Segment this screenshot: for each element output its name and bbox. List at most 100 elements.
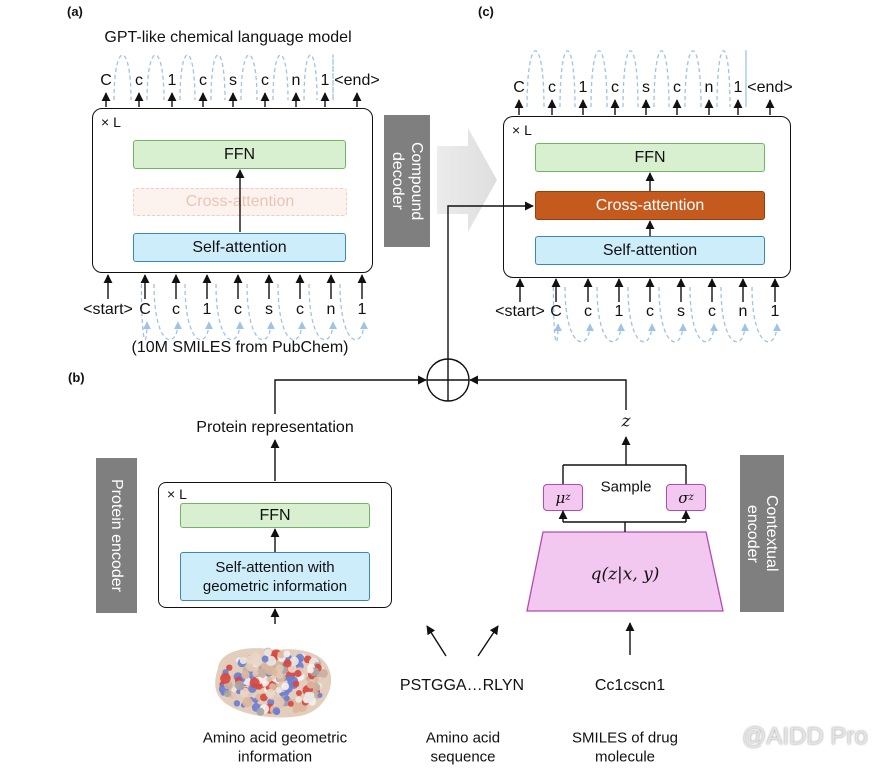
smiles-caption-line-1: SMILES of drug [572, 729, 678, 747]
panel-a-caption: (10M SMILES from PubChem) [131, 339, 349, 356]
mu-subscript: z [565, 492, 571, 503]
sequence-caption-line-2: sequence [430, 748, 496, 766]
token-a-in-2: c [172, 301, 180, 318]
token-c-in-6: c [708, 303, 716, 320]
protein-atom [275, 687, 283, 694]
protein-atom [265, 688, 275, 699]
protein-atom [234, 680, 244, 690]
token-a-in-5: s [265, 301, 273, 318]
protein-atom [266, 676, 272, 682]
protein-atom [307, 667, 314, 674]
autoregressive-link-c-out-6 [716, 50, 731, 108]
protein-atom [283, 659, 292, 668]
token-c-in-0: <start> [495, 303, 545, 320]
protein-atom [241, 670, 250, 680]
protein-encoder-text: Protein encoder [108, 479, 125, 592]
protein-atom [242, 697, 253, 708]
token-a-out-7: 1 [320, 72, 330, 89]
panel-c-label: (c) [478, 4, 494, 19]
token-c-out-4: s [642, 79, 650, 96]
compound-decoder-label-box: Compound decoder [384, 115, 430, 247]
protein-atom [224, 690, 231, 698]
token-a-in-3: 1 [202, 301, 212, 318]
autoregressive-link-c-in-4 [658, 286, 687, 343]
autoregressive-link-a-in-1 [153, 283, 182, 341]
protein-atom [233, 700, 241, 707]
sequence-to-protein-arrow [426, 625, 447, 657]
protein-atom [274, 697, 285, 708]
protein-atom [317, 692, 323, 698]
token-c-out-0: C [513, 79, 525, 96]
latent-variable-z: z [621, 411, 631, 432]
autoregressive-link-a-in-4 [246, 283, 275, 341]
watermark-handle: @AIDD Pro [742, 723, 868, 750]
protein-atom [306, 681, 315, 689]
sequence-caption-line-1: Amino acid [425, 729, 501, 747]
autoregressive-link-c-in-5 [689, 286, 718, 343]
autoregressive-link-a-in-7 [339, 283, 368, 341]
autoregressive-link-a-out-5 [272, 54, 289, 101]
protein-atom [287, 700, 294, 707]
protein-atom [220, 673, 231, 684]
autoregressive-link-a-out-4 [240, 54, 258, 101]
token-c-out-3: c [611, 79, 619, 96]
protein-atom [277, 651, 285, 659]
token-a-out-2: 1 [167, 72, 177, 89]
autoregressive-link-a-out-0 [113, 54, 132, 101]
autoregressive-link-a-in-0 [140, 283, 151, 341]
protein-atom [256, 668, 267, 679]
protein-encoder-ffn-label: FFN [259, 506, 291, 524]
token-a-out-3: c [199, 72, 207, 89]
protein-atom [319, 669, 328, 678]
protein-atom [272, 707, 281, 715]
geometric-self-attention-block: Self-attention with geometric informatio… [180, 552, 370, 601]
sample-label: Sample [600, 478, 652, 496]
panel-c-cross-attention-block: Cross-attention [535, 191, 765, 220]
compound-decoder-label: Compound decoder [388, 142, 426, 220]
protein-atom [281, 682, 289, 691]
token-a-in-6: c [296, 301, 304, 318]
contextual-encoder-label: Contextual encoder [743, 495, 781, 572]
protein-encoder-ffn-block: FFN [180, 503, 370, 528]
autoregressive-link-c-out-5 [684, 50, 702, 108]
contextual-encoder-line-2: encoder [744, 504, 761, 563]
autoregressive-link-c-out-2 [590, 50, 608, 108]
panel-c-self-attention-block: Self-attention [535, 236, 765, 265]
autoregressive-link-a-out-1 [146, 54, 165, 101]
protein-atom [296, 690, 302, 696]
sigma-subscript: z [688, 492, 694, 503]
protein-atom [261, 655, 269, 663]
token-c-out-2: 1 [578, 79, 588, 96]
protein-surface-image [215, 647, 332, 718]
protein-atom [313, 676, 319, 683]
contextual-encoder-line-1: Contextual [763, 495, 780, 572]
mu-symbol: μ [555, 488, 566, 507]
compound-decoder-line-1: Compound [408, 141, 425, 221]
protein-atom [283, 650, 291, 658]
protein-encoder-label-box: Protein encoder [96, 458, 137, 613]
protein-atom [289, 656, 299, 666]
protein-atom [249, 677, 260, 689]
panel-a-self-attention-label: Self-attention [192, 238, 287, 256]
protein-atom [246, 655, 256, 664]
protein-atom [304, 691, 311, 699]
panel-a-ffn-block: FFN [133, 140, 346, 169]
autoregressive-link-c-in-2 [596, 286, 625, 343]
condition-to-cross-attention-arrow [447, 201, 534, 359]
posterior-label: q(z|x, y) [590, 564, 660, 585]
token-a-out-1: c [135, 72, 143, 89]
token-c-in-4: c [646, 303, 654, 320]
token-c-in-1: C [550, 303, 562, 320]
token-a-out-0: C [100, 72, 112, 89]
token-a-in-1: C [139, 301, 151, 318]
token-connectors [101, 50, 781, 343]
autoregressive-link-c-in-3 [627, 286, 656, 343]
amino-acid-sequence-text: PSTGGA…RLYN [399, 677, 525, 694]
token-a-out-6: n [291, 72, 301, 89]
protein-atom [236, 689, 242, 695]
protein-encoder-repeat-label: × L [167, 486, 187, 502]
autoregressive-link-a-out-3 [210, 54, 226, 101]
panel-a-ffn-label: FFN [223, 145, 256, 163]
